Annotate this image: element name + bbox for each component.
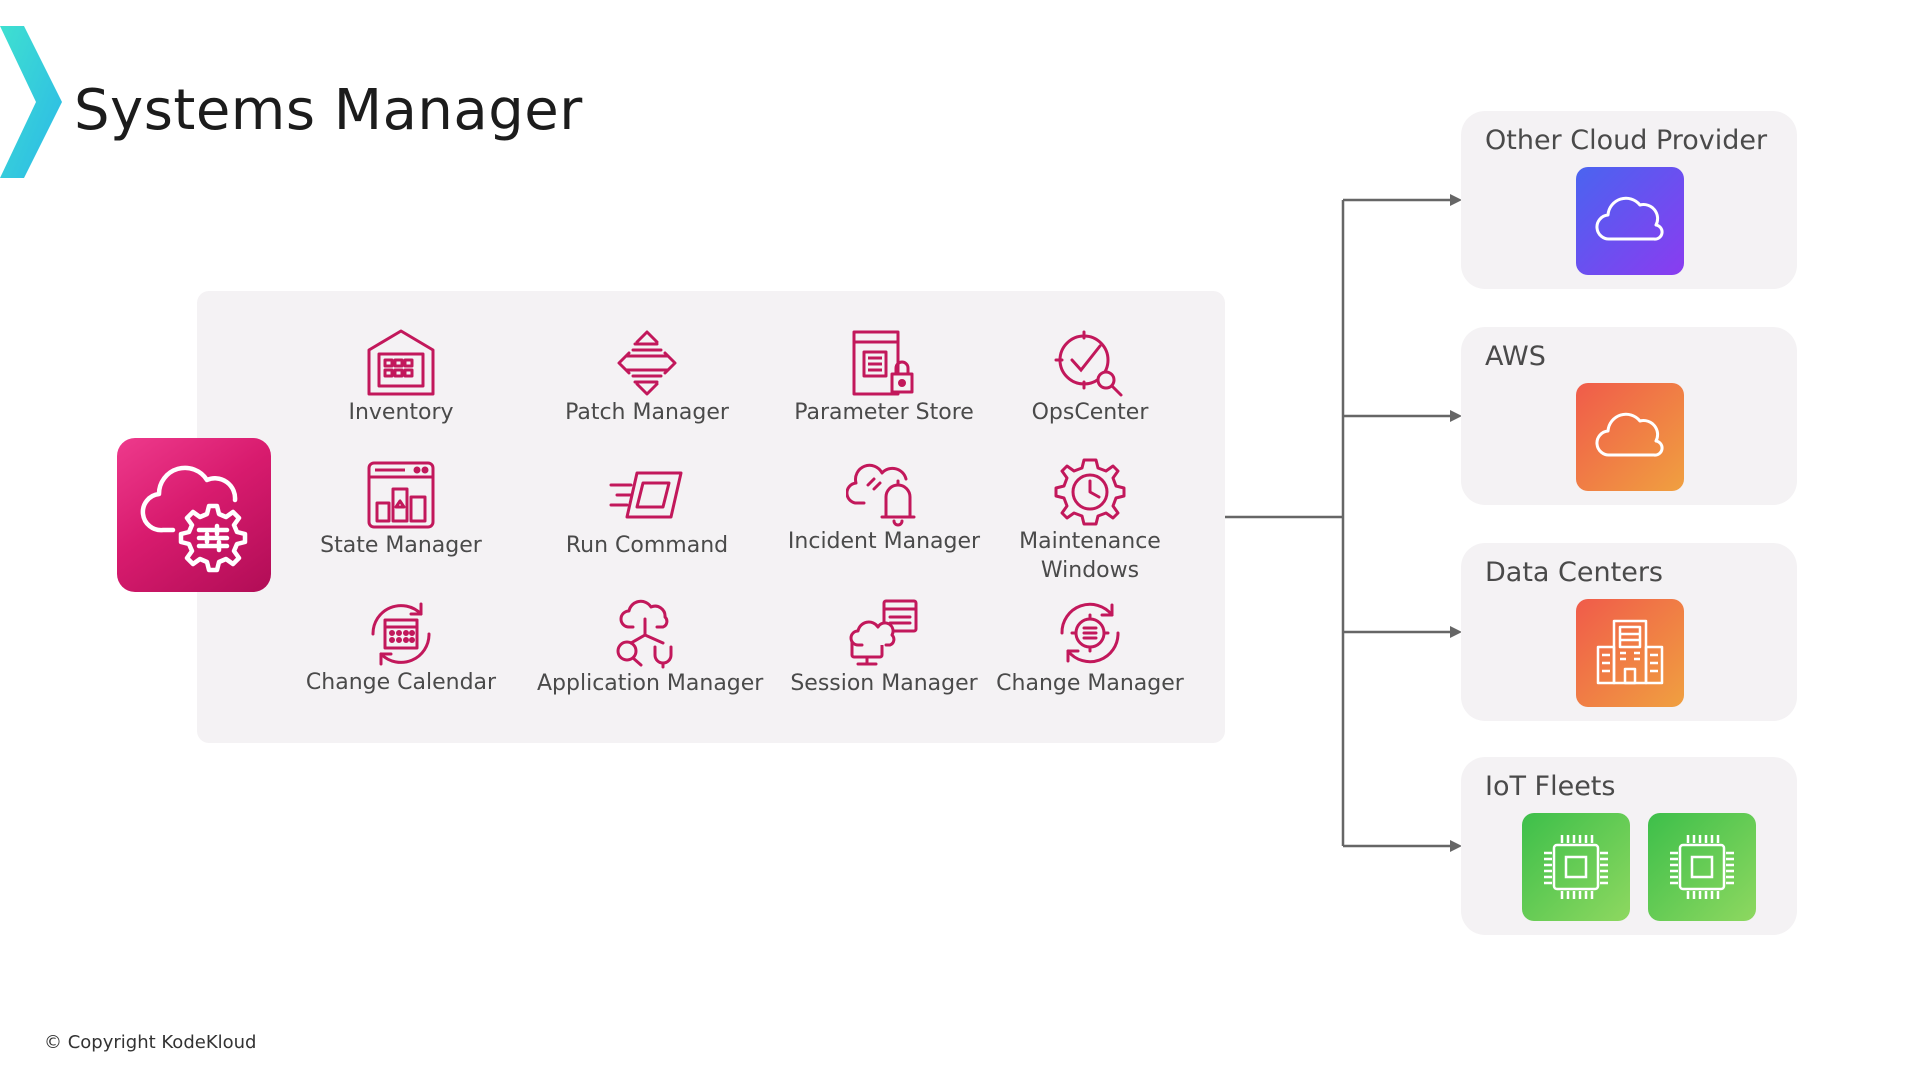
feature-label: Run Command: [565, 533, 729, 558]
feature-opscenter: OpsCenter: [980, 328, 1200, 427]
feature-inventory: Inventory: [291, 328, 511, 427]
feature-run-command: Run Command: [537, 459, 757, 560]
maintenance-windows-icon: [1054, 458, 1126, 526]
application-manager-icon: [616, 599, 673, 669]
run-command-icon: [609, 471, 683, 519]
feature-label: Change Calendar: [305, 670, 497, 695]
feature-maintenance-windows: Maintenance Windows: [980, 457, 1200, 585]
target-data-centers: Data Centers: [1461, 543, 1797, 721]
features-panel: Inventory Patch Manager Parameter Store: [197, 291, 1225, 743]
feature-change-manager: Change Manager: [980, 597, 1200, 698]
feature-state-manager: State Manager: [291, 459, 511, 560]
opscenter-icon: [1054, 330, 1123, 397]
copyright-notice: © Copyright KodeKloud: [44, 1032, 257, 1053]
feature-change-calendar: Change Calendar: [291, 600, 511, 697]
change-manager-icon: [1060, 602, 1120, 664]
target-title: AWS: [1485, 341, 1546, 372]
feature-application-manager: Application Manager: [537, 597, 764, 698]
feature-label: Maintenance Windows: [1019, 529, 1161, 583]
target-iot-fleets: IoT Fleets: [1461, 757, 1797, 935]
patch-manager-icon: [617, 330, 677, 396]
feature-label: Session Manager: [790, 671, 978, 696]
cloud-icon: [1576, 167, 1684, 275]
feature-patch-manager: Patch Manager: [537, 328, 757, 427]
chip-icon: [1648, 813, 1756, 921]
feature-label: Parameter Store: [794, 400, 974, 425]
state-manager-icon: [367, 461, 435, 529]
incident-manager-icon: [846, 463, 916, 527]
target-title: Other Cloud Provider: [1485, 125, 1768, 156]
feature-parameter-store: Parameter Store: [774, 328, 994, 427]
session-manager-icon: [849, 599, 918, 666]
chip-icon: [1522, 813, 1630, 921]
parameter-store-icon: [852, 330, 914, 396]
target-title: Data Centers: [1485, 557, 1663, 588]
target-other-cloud-provider: Other Cloud Provider: [1461, 111, 1797, 289]
inventory-icon: [367, 329, 435, 396]
feature-label: Change Manager: [996, 671, 1184, 696]
systems-manager-icon: [117, 438, 271, 592]
feature-label: Patch Manager: [565, 400, 729, 425]
feature-label: Inventory: [348, 400, 454, 425]
feature-label: Application Manager: [537, 671, 764, 696]
target-title: IoT Fleets: [1485, 771, 1616, 802]
building-icon: [1576, 599, 1684, 707]
feature-label: OpsCenter: [1031, 400, 1149, 425]
change-calendar-icon: [371, 602, 431, 666]
target-aws: AWS: [1461, 327, 1797, 505]
page-title: Systems Manager: [74, 78, 583, 143]
feature-label: Incident Manager: [787, 529, 981, 554]
cloud-icon: [1576, 383, 1684, 491]
feature-label: State Manager: [320, 533, 482, 558]
feature-session-manager: Session Manager: [774, 597, 994, 698]
kodekloud-logo-icon: [0, 26, 62, 178]
feature-incident-manager: Incident Manager: [774, 457, 994, 556]
